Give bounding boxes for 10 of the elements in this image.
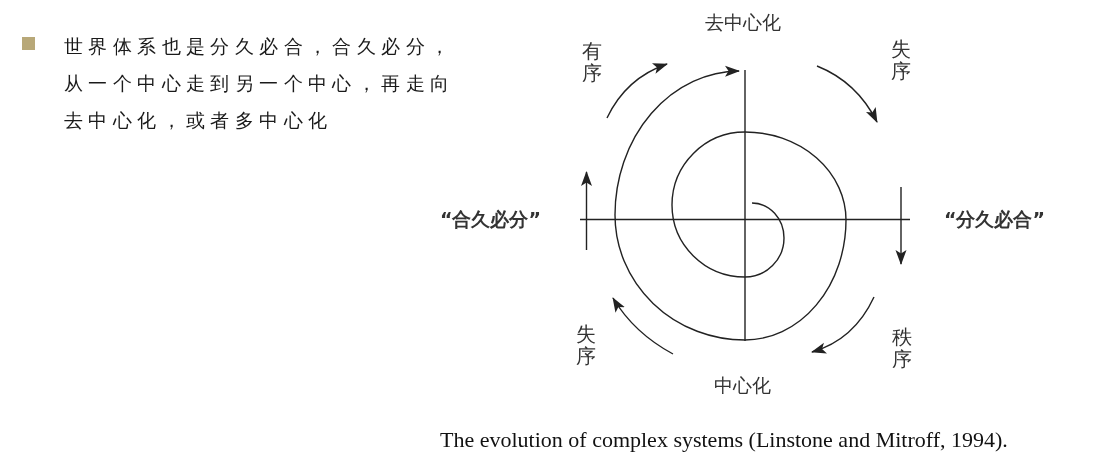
phase-label: 失序 xyxy=(891,38,911,82)
phase-label: 有序 xyxy=(582,40,602,84)
axis-label: “合久必分” xyxy=(440,208,541,231)
bullet-text: 世界体系也是分久必合，合久必分，从一个中心走到另一个中心，再走向去中心化，或者多中心化 xyxy=(64,35,456,133)
phase-label: 秩序 xyxy=(892,326,912,370)
axis-label: 中心化 xyxy=(713,374,771,397)
figure-caption: The evolution of complex systems (Linstone and Mitroff, 1994). xyxy=(440,427,1008,454)
axis-label: 去中心化 xyxy=(705,11,781,34)
axis-label: “分久必合” xyxy=(944,208,1045,231)
phase-label: 失序 xyxy=(576,323,596,367)
